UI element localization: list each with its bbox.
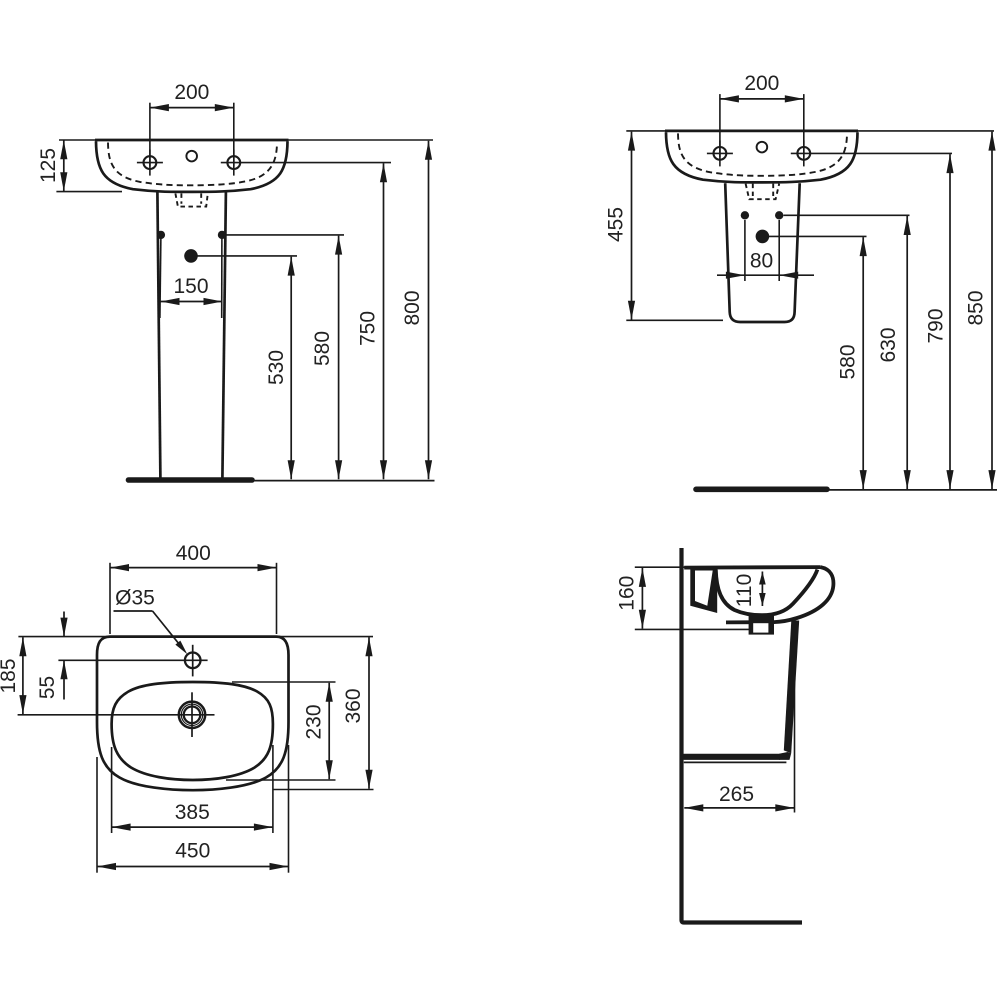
svg-text:385: 385	[175, 801, 210, 824]
svg-text:790: 790	[925, 308, 948, 343]
svg-text:800: 800	[401, 290, 424, 325]
svg-text:850: 850	[965, 290, 988, 325]
svg-text:55: 55	[36, 676, 59, 699]
svg-text:630: 630	[877, 327, 900, 362]
svg-text:160: 160	[616, 576, 639, 611]
svg-text:265: 265	[719, 783, 754, 806]
svg-text:Ø35: Ø35	[115, 587, 155, 610]
svg-text:200: 200	[744, 72, 779, 95]
svg-text:230: 230	[303, 704, 326, 739]
svg-text:750: 750	[357, 311, 380, 346]
svg-text:185: 185	[0, 658, 20, 693]
svg-text:360: 360	[342, 688, 365, 723]
svg-text:110: 110	[733, 574, 756, 607]
svg-text:580: 580	[311, 331, 334, 366]
svg-text:580: 580	[837, 344, 860, 379]
svg-text:450: 450	[175, 840, 210, 863]
svg-text:200: 200	[174, 81, 209, 104]
svg-text:400: 400	[176, 542, 211, 565]
svg-text:455: 455	[605, 207, 628, 242]
svg-text:150: 150	[173, 275, 208, 298]
svg-text:125: 125	[37, 148, 60, 183]
svg-text:80: 80	[750, 250, 773, 273]
svg-text:530: 530	[265, 350, 288, 385]
